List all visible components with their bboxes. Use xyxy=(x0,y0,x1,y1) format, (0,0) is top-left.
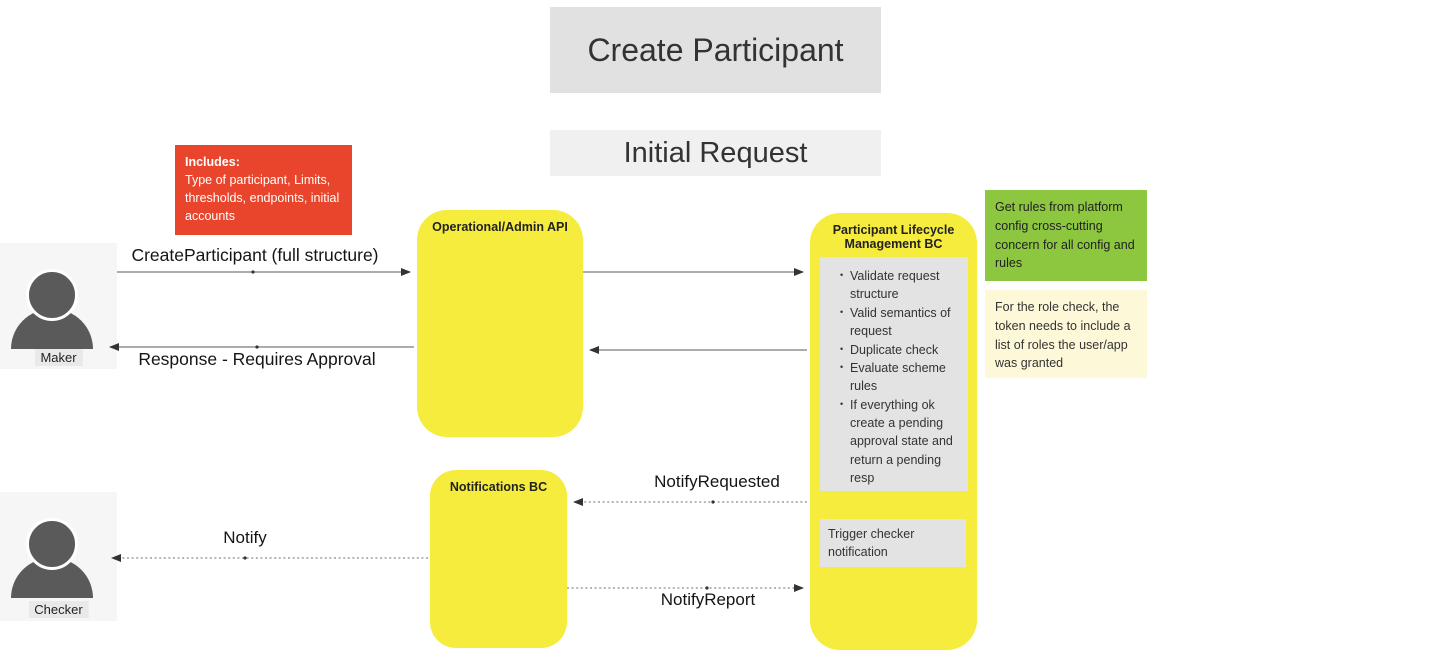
checklist-item: Evaluate scheme rules xyxy=(840,359,962,396)
note-includes-title: Includes: xyxy=(185,155,240,169)
checklist-item: If everything ok create a pending approv… xyxy=(840,396,962,488)
note-role-check: For the role check, the token needs to i… xyxy=(985,290,1147,378)
note-platform-rules: Get rules from platform config cross-cut… xyxy=(985,190,1147,281)
component-plm: Participant Lifecycle Management BC Vali… xyxy=(810,213,977,650)
message-label-notify-requested: NotifyRequested xyxy=(654,472,780,491)
actor-maker: Maker xyxy=(0,243,117,369)
page-title: Create Participant xyxy=(550,7,881,93)
message-label-notify: Notify xyxy=(223,528,267,547)
checklist-item: Validate request structure xyxy=(840,267,962,304)
message-label-create-participant: CreateParticipant (full structure) xyxy=(131,245,379,265)
actor-checker-label: Checker xyxy=(28,601,89,618)
message-label-response: Response - Requires Approval xyxy=(138,349,376,369)
checklist-item: Duplicate check xyxy=(840,341,962,359)
actor-checker: Checker xyxy=(0,492,117,621)
page-subtitle: Initial Request xyxy=(550,130,881,176)
plm-trigger-note: Trigger checker notification xyxy=(820,519,966,567)
person-icon xyxy=(0,269,117,349)
component-op-api: Operational/Admin API xyxy=(417,210,583,437)
note-includes: Includes: Type of participant, Limits, t… xyxy=(175,145,352,235)
message-label-notify-report: NotifyReport xyxy=(660,590,756,609)
component-op-api-title: Operational/Admin API xyxy=(432,220,568,234)
person-icon xyxy=(0,518,117,598)
plm-checklist: Validate request structure Valid semanti… xyxy=(820,257,968,491)
component-notifications: Notifications BC xyxy=(430,470,567,648)
actor-maker-label: Maker xyxy=(34,349,83,366)
checklist-item: Valid semantics of request xyxy=(840,304,962,341)
note-includes-body: Type of participant, Limits, thresholds,… xyxy=(185,173,340,224)
component-plm-title: Participant Lifecycle Management BC xyxy=(832,223,955,252)
component-notifications-title: Notifications BC xyxy=(449,480,548,494)
